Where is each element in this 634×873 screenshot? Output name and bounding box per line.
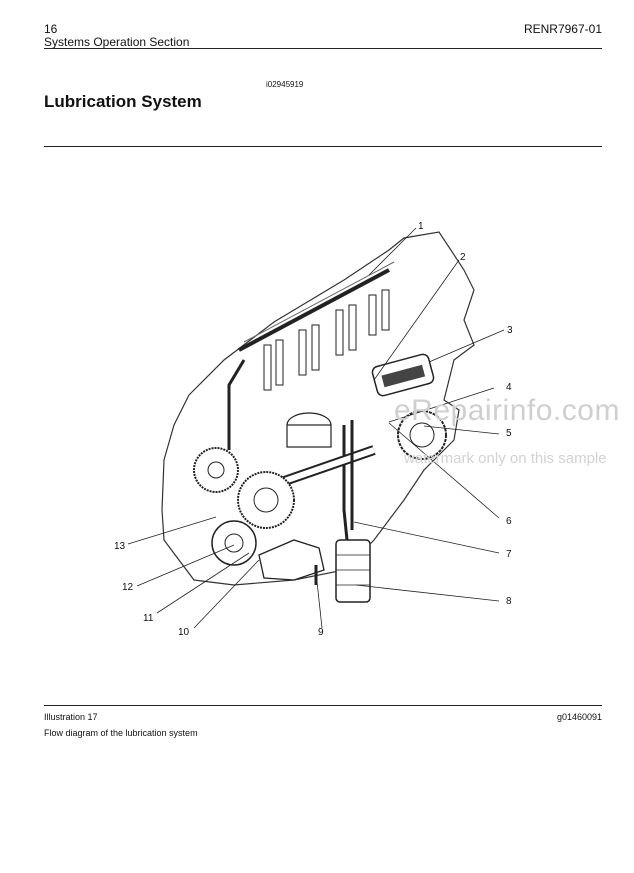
engine-block-outline — [161, 231, 475, 586]
header-divider — [44, 48, 602, 49]
callout-4: 4 — [506, 382, 512, 393]
title-divider — [44, 146, 602, 147]
section-title: Systems Operation Section — [44, 35, 190, 49]
callout-8: 8 — [506, 596, 512, 607]
valve-group — [263, 289, 390, 391]
document-id: i02945919 — [266, 80, 304, 89]
callout-2: 2 — [460, 252, 466, 263]
callout-7: 7 — [506, 549, 512, 560]
camshaft-gear — [193, 447, 239, 493]
illustration-code: g01460091 — [556, 712, 602, 722]
crankshaft-gear — [237, 471, 295, 529]
oil-pump-gear — [211, 520, 257, 566]
callout-10: 10 — [178, 627, 190, 638]
caption-divider — [44, 705, 602, 706]
lubrication-system-illustration: 1 2 3 4 5 6 7 8 9 10 11 12 13 — [114, 221, 513, 638]
watermark-notice: watermark only on this sample — [404, 450, 607, 467]
callout-3: 3 — [507, 325, 513, 336]
document-number: RENR7967-01 — [523, 22, 602, 36]
callout-9: 9 — [318, 627, 324, 638]
page-title: Lubrication System — [44, 92, 202, 111]
callout-5: 5 — [506, 428, 512, 439]
oil-line-left — [227, 359, 246, 450]
callout-1: 1 — [418, 221, 424, 232]
illustration-caption: Flow diagram of the lubrication system — [44, 728, 198, 738]
oil-pump — [258, 539, 325, 581]
callout-13: 13 — [114, 541, 126, 552]
callout-leaders — [127, 227, 505, 629]
rocker-shaft — [238, 268, 390, 352]
callout-11: 11 — [143, 613, 154, 624]
watermark-site: eRepairinfo.com — [394, 394, 620, 427]
illustration-number: Illustration 17 — [44, 712, 98, 722]
callout-6: 6 — [506, 516, 512, 527]
callout-12: 12 — [122, 582, 134, 593]
oil-filter — [335, 539, 371, 603]
page-number: 16 — [44, 22, 58, 36]
